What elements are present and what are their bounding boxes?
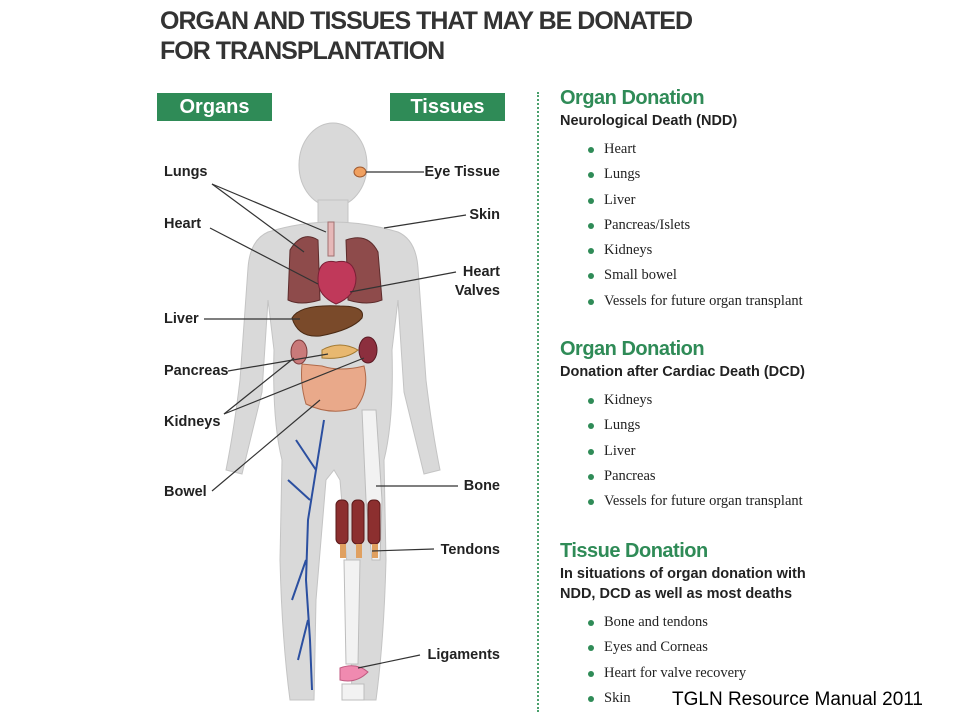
section-subtitle-line2: NDD, DCD as well as most deaths — [560, 586, 793, 602]
section-ndd: Organ Donation Neurological Death (NDD) … — [560, 86, 890, 314]
pancreas-icon — [321, 344, 359, 359]
right-kidney-icon — [358, 336, 378, 364]
list-item: Kidneys — [588, 238, 890, 263]
section-subtitle: Donation after Cardiac Death (DCD) — [560, 364, 805, 380]
body-diagram — [204, 122, 467, 701]
source-note: TGLN Resource Manual 2011 — [672, 689, 923, 710]
label-ligaments: Ligaments — [427, 647, 500, 663]
list-item: Bone and tendons — [588, 610, 890, 635]
ligament-icon — [339, 665, 369, 682]
label-liver: Liver — [164, 311, 199, 327]
column-divider — [537, 92, 539, 712]
label-bone: Bone — [463, 478, 500, 494]
section-subtitle: Neurological Death (NDD) — [560, 113, 738, 129]
label-eye-tissue: Eye Tissue — [424, 164, 500, 180]
list-item: Small bowel — [588, 263, 890, 288]
list-item: Heart — [588, 137, 890, 162]
label-heart-valves-line2: Valves — [454, 283, 500, 299]
list-item: Skin — [588, 686, 890, 711]
heart-icon — [317, 260, 357, 305]
list-item: Vessels for future organ transplant — [588, 289, 890, 314]
section-dcd: Organ Donation Donation after Cardiac De… — [560, 337, 890, 514]
label-heart-valves-line1: Heart — [462, 264, 500, 280]
label-pancreas: Pancreas — [164, 363, 229, 379]
list-item: Pancreas/Islets — [588, 213, 890, 238]
section-list: Heart Lungs Liver Pancreas/Islets Kidney… — [560, 137, 890, 314]
section-list: Bone and tendons Eyes and Corneas Heart … — [560, 610, 890, 711]
list-item: Heart for valve recovery — [588, 661, 890, 686]
label-bowel: Bowel — [164, 484, 207, 500]
label-lungs: Lungs — [164, 164, 208, 180]
left-lung-icon — [287, 236, 321, 304]
label-heart: Heart — [164, 216, 202, 232]
list-item: Lungs — [588, 413, 890, 438]
label-heart-valves: Heart Valves — [400, 263, 500, 301]
organs-header: Organs — [157, 93, 272, 121]
list-item: Vessels for future organ transplant — [588, 489, 890, 514]
title-line-2: FOR TRANSPLANTATION — [160, 37, 445, 65]
section-title: Organ Donation — [560, 87, 705, 109]
label-kidneys: Kidneys — [164, 414, 221, 430]
list-item: Liver — [588, 188, 890, 213]
eye-icon — [353, 166, 367, 178]
list-item: Lungs — [588, 162, 890, 187]
bowel-icon — [301, 363, 367, 412]
section-tissue: Tissue Donation In situations of organ d… — [560, 539, 890, 711]
label-tendons: Tendons — [440, 542, 500, 558]
tissues-header: Tissues — [390, 93, 505, 121]
list-item: Pancreas — [588, 464, 890, 489]
page-title: ORGAN AND TISSUES THAT MAY BE DONATED FO… — [160, 6, 720, 66]
section-title: Organ Donation — [560, 338, 705, 360]
vein-icon — [287, 419, 325, 691]
body-silhouette — [225, 122, 441, 701]
section-title: Tissue Donation — [560, 540, 708, 562]
liver-icon — [291, 305, 364, 337]
muscle-icon — [335, 499, 381, 545]
leader-lines — [204, 171, 467, 669]
list-item: Liver — [588, 439, 890, 464]
label-skin: Skin — [469, 207, 500, 223]
section-subtitle: In situations of organ donation with NDD… — [560, 564, 890, 604]
list-item: Eyes and Corneas — [588, 635, 890, 660]
section-subtitle-line1: In situations of organ donation with — [560, 566, 806, 582]
list-item: Kidneys — [588, 388, 890, 413]
section-list: Kidneys Lungs Liver Pancreas Vessels for… — [560, 388, 890, 514]
title-line-1: ORGAN AND TISSUES THAT MAY BE DONATED — [160, 7, 693, 35]
